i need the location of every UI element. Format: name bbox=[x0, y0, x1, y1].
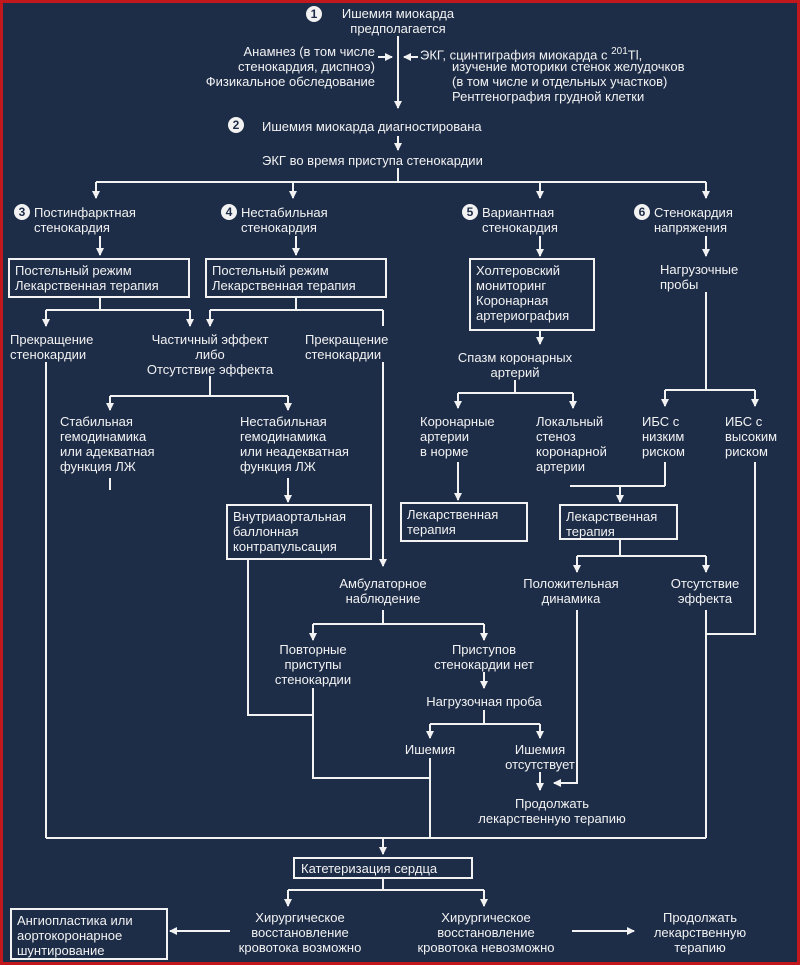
variant-angina: Вариантная стенокардия bbox=[482, 205, 558, 235]
no-effect: Отсутствие эффекта bbox=[670, 576, 740, 606]
ihd-low-risk: ИБС с низким риском bbox=[642, 414, 685, 459]
bedrest-therapy-box-2: Постельный режим Лекарственная терапия bbox=[205, 258, 387, 298]
ihd-high-risk: ИБС с высоким риском bbox=[725, 414, 778, 459]
branch-spasm bbox=[458, 380, 573, 394]
stable-hemodynamics: Стабильная гемодинамика или адекватная ф… bbox=[60, 414, 155, 474]
stop-angina-1: Прекращение стенокардии bbox=[10, 332, 94, 362]
branch-stress bbox=[665, 292, 755, 391]
step-5-badge: 5 bbox=[462, 204, 478, 220]
stress-tests: Нагрузочные пробы bbox=[660, 262, 739, 292]
branch-stress-test bbox=[430, 710, 540, 725]
stress-test: Нагрузочная проба bbox=[426, 694, 542, 709]
catheterization-box: Катетеризация сердца bbox=[293, 857, 473, 879]
surgery-impossible: Хирургическое восстановление кровотока н… bbox=[417, 910, 555, 955]
ecg-tests-text: ЭКГ, сцинтиграфия миокарда с 201Tl, bbox=[420, 46, 643, 63]
merge-to-drug-2 bbox=[570, 462, 666, 502]
ischemia-absent: Ишемия отсутствует bbox=[505, 742, 575, 772]
branch-ambulatory bbox=[313, 610, 484, 625]
angioplasty-cabg-box: Ангиопластика или аортокоронарное шунтир… bbox=[10, 908, 168, 960]
drug-therapy-box-1: Лекарственная терапия bbox=[400, 502, 528, 542]
positive-down bbox=[553, 610, 578, 787]
postinfarct-angina: Постинфарктная стенокардия bbox=[34, 205, 136, 235]
branch-bedrest-2 bbox=[210, 298, 383, 311]
continue-therapy-1: Продолжать лекарственную терапию bbox=[478, 796, 626, 826]
high-risk-down bbox=[705, 462, 756, 838]
suspected-ischemia: Ишемия миокарда предполагается bbox=[341, 6, 455, 36]
exertional-angina: Стенокардия напряжения bbox=[654, 205, 733, 235]
no-attacks: Приступов стенокардии нет bbox=[434, 642, 534, 672]
branch-four-types bbox=[96, 168, 706, 183]
coronary-spasm: Спазм коронарных артерий bbox=[457, 350, 573, 380]
drug-therapy-box-2: Лекарственная терапия bbox=[559, 504, 678, 540]
step-6-badge: 6 bbox=[634, 204, 650, 220]
ecg-tests-details: изучение моторики стенок желудочков (в т… bbox=[452, 59, 685, 104]
branch-partial bbox=[110, 376, 288, 397]
step-1-badge: 1 bbox=[306, 6, 322, 22]
positive-dynamics: Положительная динамика bbox=[523, 576, 619, 606]
stop-angina-2: Прекращение стенокардии bbox=[305, 332, 389, 362]
branch-bedrest-1 bbox=[46, 298, 190, 311]
iabp-box: Внутриаортальная баллонная контрапульсац… bbox=[226, 504, 372, 560]
unstable-hemodynamics: Нестабильная гемодинамика или неадекватн… bbox=[240, 414, 349, 474]
coronary-normal: Коронарные артерии в норме bbox=[420, 414, 495, 459]
iabp-down bbox=[247, 560, 312, 716]
repeated-down bbox=[312, 688, 430, 779]
surgery-possible: Хирургическое восстановление кровотока в… bbox=[238, 910, 362, 955]
repeated-attacks: Повторные приступы стенокардии bbox=[274, 642, 352, 687]
step-3-badge: 3 bbox=[14, 204, 30, 220]
anamnesis-text: Анамнез (в том числе стенокардия, диспно… bbox=[205, 44, 375, 89]
branch-drug-2 bbox=[577, 540, 706, 557]
continue-therapy-2: Продолжать лекарственную терапию bbox=[653, 910, 747, 955]
step-4-badge: 4 bbox=[221, 204, 237, 220]
unstable-angina: Нестабильная стенокардия bbox=[241, 205, 328, 235]
ambulatory-observation: Амбулаторное наблюдение bbox=[339, 576, 427, 606]
partial-or-no-effect: Частичный эффект либо Отсутствие эффекта bbox=[146, 332, 274, 377]
ecg-during-attack: ЭКГ во время приступа стенокардии bbox=[262, 153, 483, 168]
branch-catheterization bbox=[288, 879, 484, 891]
bedrest-therapy-box-1: Постельный режим Лекарственная терапия bbox=[8, 258, 190, 298]
ischemia-diagnosed: Ишемия миокарда диагностирована bbox=[262, 119, 482, 134]
holter-angiography-box: Холтеровский мониторинг Коронарная артер… bbox=[469, 258, 595, 331]
ischemia-present: Ишемия bbox=[404, 742, 456, 757]
local-stenosis: Локальный стеноз коронарной артерии bbox=[536, 414, 607, 474]
step-2-badge: 2 bbox=[228, 117, 244, 133]
